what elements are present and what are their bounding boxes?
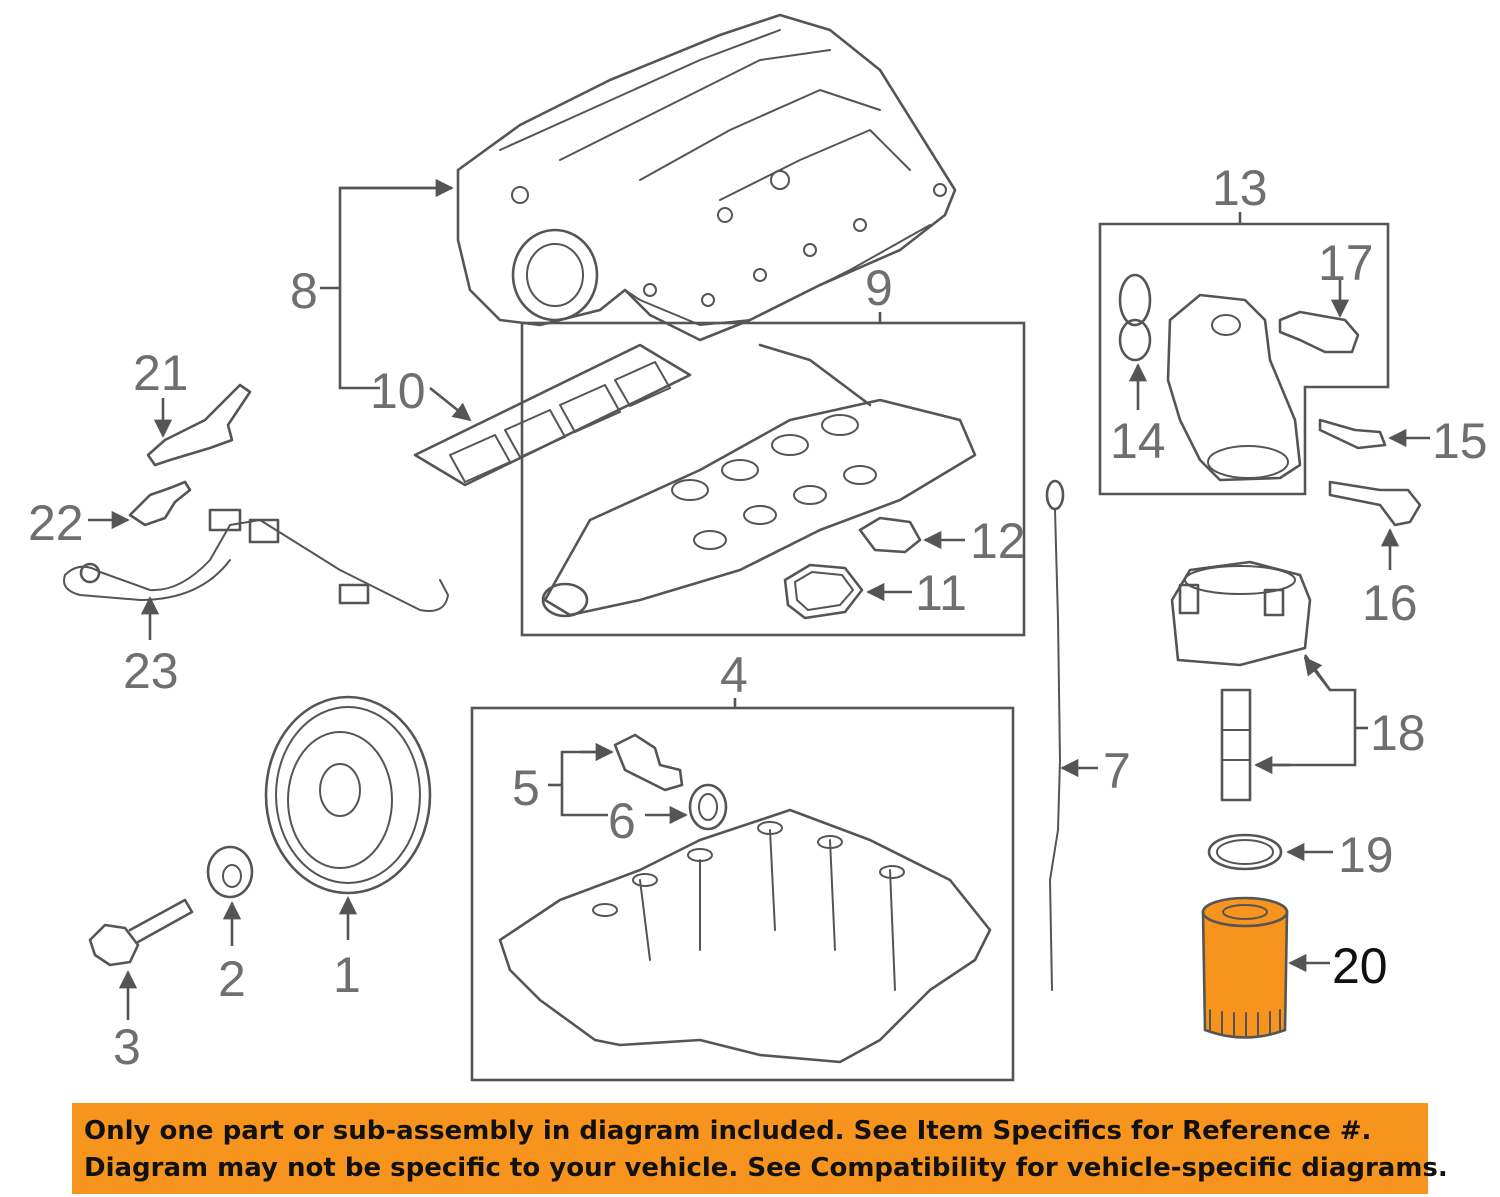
callout-18: 18	[1370, 705, 1426, 761]
disclaimer-banner: Only one part or sub-assembly in diagram…	[72, 1103, 1448, 1194]
callout-17: 17	[1318, 235, 1374, 291]
oil-cooler-drawing	[1170, 560, 1312, 667]
callout-16: 16	[1362, 575, 1418, 631]
stud-18-drawing	[1220, 688, 1252, 802]
harness-23-drawing	[63, 508, 449, 612]
crank-pulley-1-drawing	[264, 695, 432, 895]
callout-4: 4	[720, 647, 748, 703]
bolt-3-drawing	[88, 898, 194, 967]
dipstick-drawing	[1045, 479, 1065, 991]
disclaimer-line-2: Diagram may not be specific to your vehi…	[84, 1153, 1448, 1183]
callout-2: 2	[218, 951, 246, 1007]
oil-filter-adapter-drawing	[1166, 293, 1302, 482]
washer-2-drawing	[206, 845, 254, 899]
disclaimer-line-1: Only one part or sub-assembly in diagram…	[84, 1116, 1372, 1146]
gasket-12-drawing	[858, 516, 922, 554]
gasket-11-drawing	[783, 563, 864, 620]
callout-14: 14	[1110, 413, 1166, 469]
bolt-16-drawing	[1328, 480, 1422, 527]
callout-22: 22	[28, 495, 84, 551]
leader-8	[320, 178, 454, 390]
callout-23: 23	[123, 643, 179, 699]
drain-plug-5-drawing	[613, 733, 684, 792]
callout-13: 13	[1212, 160, 1268, 216]
sensor-22-drawing	[128, 480, 192, 527]
callout-12: 12	[970, 513, 1026, 569]
oil-filter-adapter-box	[1098, 222, 1390, 496]
callout-11: 11	[915, 565, 967, 621]
callout-9: 9	[865, 260, 893, 316]
callout-21: 21	[133, 345, 189, 401]
lower-manifold-box	[520, 321, 1026, 637]
oil-filter-20-drawing	[1201, 896, 1289, 1039]
oil-pan-box	[470, 706, 1015, 1082]
callout-15: 15	[1432, 413, 1488, 469]
leader-10	[429, 386, 472, 422]
leader-18	[1254, 654, 1368, 775]
callout-8: 8	[290, 263, 318, 319]
callout-7: 7	[1103, 743, 1131, 799]
leader-5-6	[548, 742, 688, 825]
callout-20: 20	[1332, 938, 1388, 994]
washer-6-drawing	[688, 783, 728, 831]
bolt-15-drawing	[1318, 418, 1387, 450]
callout-3: 3	[113, 1019, 141, 1075]
sensor-21-drawing	[146, 383, 252, 467]
oring-14-drawing	[1118, 273, 1152, 362]
callout-19: 19	[1338, 827, 1394, 883]
sensor-17-drawing	[1278, 310, 1360, 354]
lower-manifold-drawing	[541, 343, 977, 618]
callout-10: 10	[370, 363, 426, 419]
exploded-parts-diagram: 8 10 9	[28, 13, 1488, 1082]
callout-5: 5	[512, 760, 540, 816]
callout-1: 1	[333, 947, 361, 1003]
oil-pan-drawing	[498, 808, 992, 1064]
gasket-19-drawing	[1207, 833, 1283, 871]
manifold-gasket-drawing	[413, 343, 692, 487]
callout-6: 6	[608, 793, 636, 849]
